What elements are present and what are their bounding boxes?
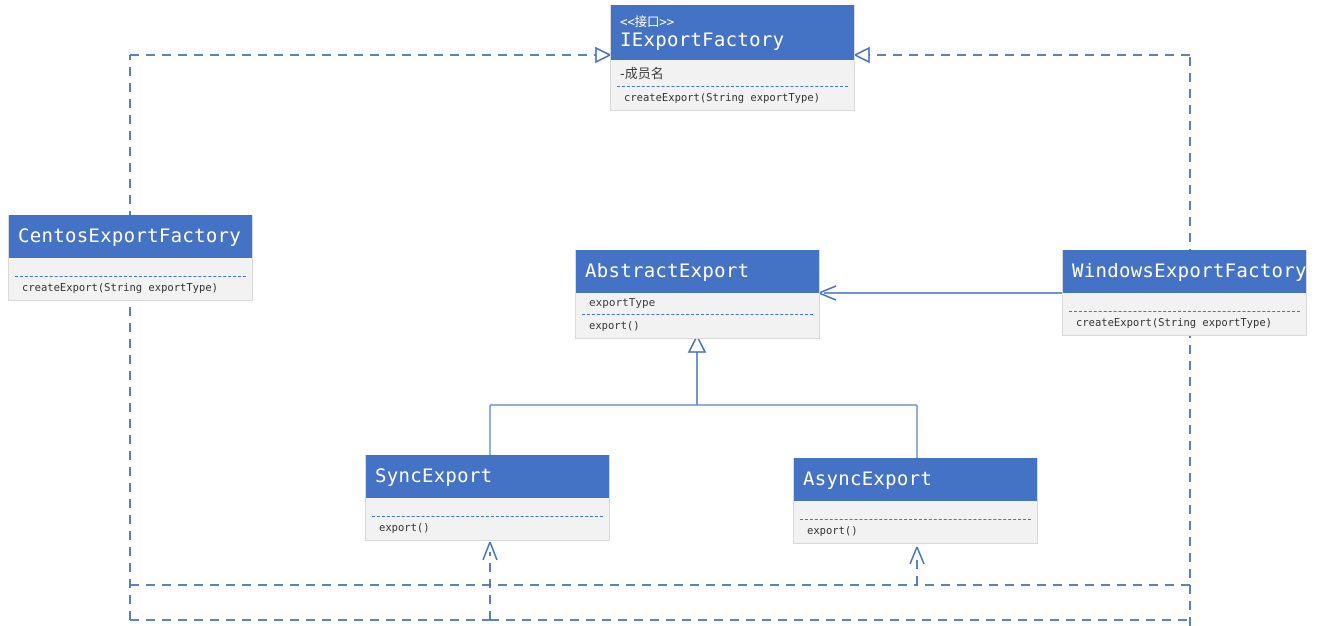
class-header-abstractexport: AbstractExport [576, 250, 819, 293]
class-header-windowsexportfactory: WindowsExportFactory [1063, 250, 1306, 293]
class-box-syncexport[interactable]: SyncExport export() [365, 455, 610, 541]
class-box-abstractexport[interactable]: AbstractExport exportType export() [575, 250, 820, 339]
hollow-triangle-arrowhead-icon [853, 46, 870, 64]
operation-item: createExport(String exportType) [22, 282, 218, 294]
class-box-iexportfactory[interactable]: <<接口>> IExportFactory -成员名 createExport(… [610, 5, 855, 111]
class-attributes-iexportfactory: -成员名 [611, 60, 854, 86]
operation-item: createExport(String exportType) [624, 92, 820, 104]
section-divider [1069, 311, 1300, 312]
class-name: AsyncExport [803, 468, 933, 490]
class-attributes-abstractexport: exportType [576, 293, 819, 314]
class-operations-asyncexport: export() [794, 520, 1037, 543]
class-box-asyncexport[interactable]: AsyncExport export() [793, 458, 1038, 544]
class-box-centosexportfactory[interactable]: CentosExportFactory createExport(String … [8, 215, 253, 301]
class-header-centosexportfactory: CentosExportFactory [9, 215, 252, 258]
attribute-item: -成员名 [620, 67, 664, 82]
class-name: AbstractExport [585, 260, 750, 282]
edge-windows-creates-async [130, 546, 1190, 621]
section-divider [617, 86, 848, 87]
class-name: SyncExport [375, 465, 493, 487]
attribute-item: exportType [589, 296, 656, 309]
operation-item: export() [379, 522, 430, 534]
class-attributes-centosexportfactory [9, 258, 252, 276]
class-operations-syncexport: export() [366, 517, 609, 540]
section-divider [15, 276, 246, 277]
class-operations-iexportfactory: createExport(String exportType) [611, 87, 854, 110]
class-operations-windowsexportfactory: createExport(String exportType) [1063, 312, 1306, 335]
class-header-iexportfactory: <<接口>> IExportFactory [611, 5, 854, 60]
class-box-windowsexportfactory[interactable]: WindowsExportFactory createExport(String… [1062, 250, 1307, 336]
operation-item: createExport(String exportType) [1076, 317, 1272, 329]
section-divider [800, 519, 1031, 520]
open-arrowhead-icon [818, 285, 837, 301]
edge-centos-creates-sync [130, 541, 498, 621]
section-divider [582, 314, 813, 315]
section-divider [372, 516, 603, 517]
class-header-syncexport: SyncExport [366, 455, 609, 498]
class-name: WindowsExportFactory [1072, 260, 1307, 282]
class-operations-centosexportfactory: createExport(String exportType) [9, 277, 252, 300]
edge-sync-async-extends-abstract [489, 334, 918, 458]
class-name: IExportFactory [620, 28, 785, 51]
class-name: CentosExportFactory [18, 225, 242, 247]
class-header-asyncexport: AsyncExport [794, 458, 1037, 501]
class-attributes-windowsexportfactory [1063, 293, 1306, 311]
edge-windows-uses-abstract [818, 285, 1062, 301]
open-arrowhead-icon [909, 546, 925, 565]
operation-item: export() [807, 525, 858, 537]
class-operations-abstractexport: export() [576, 315, 819, 338]
open-arrowhead-icon [482, 541, 498, 561]
class-attributes-asyncexport [794, 501, 1037, 519]
class-stereotype: <<接口>> [620, 13, 674, 29]
operation-item: export() [589, 320, 640, 332]
class-attributes-syncexport [366, 498, 609, 516]
hollow-triangle-arrowhead-icon [595, 46, 612, 64]
